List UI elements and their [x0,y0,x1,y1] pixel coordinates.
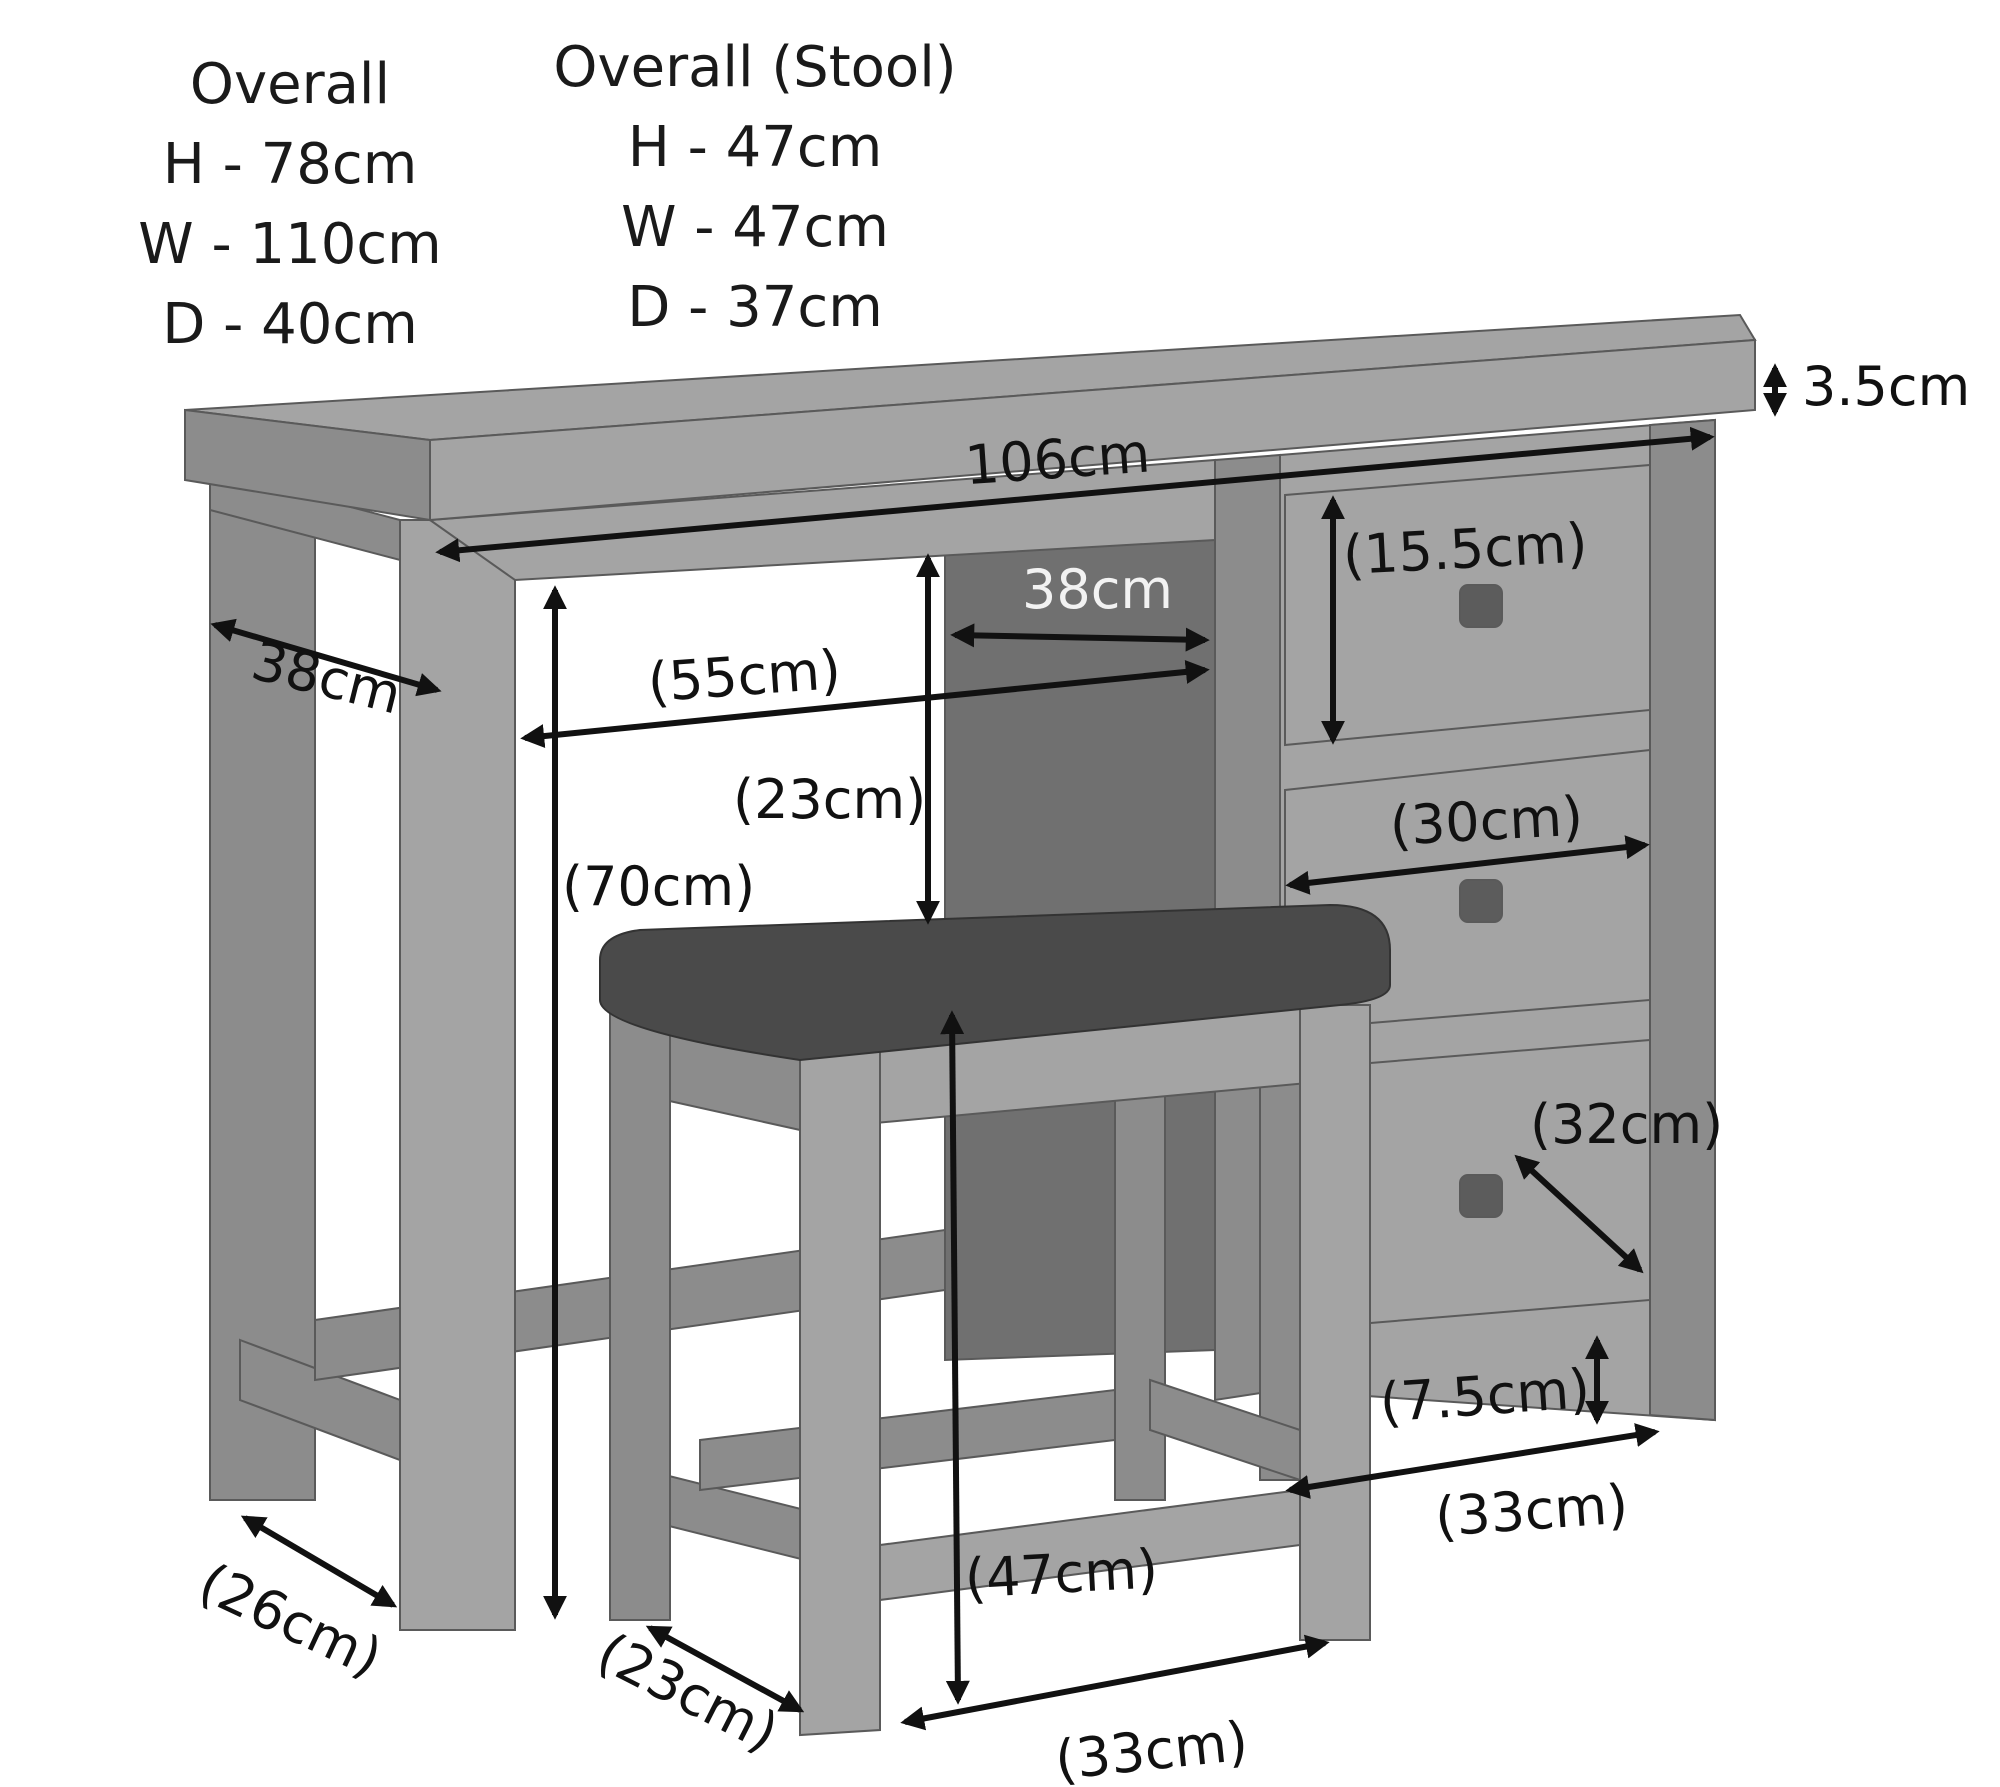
label-recess-depth: 38cm [1022,558,1173,621]
label-knee-height: (70cm) [562,855,755,918]
stool-overall-height: H - 47cm [627,115,883,180]
label-pedestal-width: (33cm) [1433,1473,1630,1549]
stool-overall-specs: Overall (Stool) H - 47cm W - 47cm D - 37… [535,28,975,348]
desk-overall-specs: Overall H - 78cm W - 110cm D - 40cm [100,45,480,365]
stool-back-stretcher [699,1388,1116,1492]
arrow-stool-width [900,1634,1330,1731]
arrow-leg-depth [240,1515,398,1608]
desk-pedestal-right-leg [1649,418,1716,1422]
arrow-stool-depth [645,1625,805,1713]
desk-back-left-leg [209,469,316,1501]
label-drawer-width: (30cm) [1388,785,1584,858]
desk-overall-depth: D - 40cm [162,292,418,357]
stool-seat-cushion [599,903,1391,1062]
dimension-labels: 3.5cm 106cm (15.5cm) 38cm 38cm (55cm) (2… [190,355,1971,1787]
stool-front-right-leg [1299,1004,1371,1641]
label-knee-width: (55cm) [646,638,843,714]
arrow-stool-height [940,1010,970,1705]
label-drawer-height: (15.5cm) [1341,511,1589,587]
arrow-recess-depth [950,623,1210,652]
label-knee-gap: (23cm) [733,768,926,831]
arrow-pedestal-width [1285,1423,1660,1499]
stool-front-mid-leg [799,1049,881,1737]
label-stool-depth: (23cm) [587,1620,788,1764]
arrow-side-depth [210,618,442,697]
dimension-arrows [210,363,1787,1731]
label-stool-height: (47cm) [963,1537,1159,1610]
drawer-bottom-knob [1459,1174,1503,1218]
drawer-top-knob [1459,584,1503,628]
desk-overall-height: H - 78cm [162,132,418,197]
stool-overall-title: Overall (Stool) [553,35,957,100]
label-drawer-depth: (32cm) [1530,1093,1723,1156]
desk-overall-width: W - 110cm [138,212,442,277]
label-top-width: 106cm [963,421,1152,497]
label-top-thickness: 3.5cm [1802,355,1970,418]
arrow-knee-width [520,659,1210,749]
drawer-middle-knob [1459,879,1503,923]
label-plinth-height: (7.5cm) [1378,1357,1592,1435]
arrow-drawer-width [1285,835,1650,895]
stool-front-left-leg [609,1009,671,1621]
arrow-top-width [435,426,1715,563]
arrow-drawer-depth [1514,1154,1644,1274]
label-leg-depth: (26cm) [190,1551,392,1690]
label-stool-width: (33cm) [1052,1709,1251,1787]
stool-overall-width: W - 47cm [621,195,889,260]
desk-overall-title: Overall [189,52,391,117]
stool-overall-depth: D - 37cm [627,275,883,340]
